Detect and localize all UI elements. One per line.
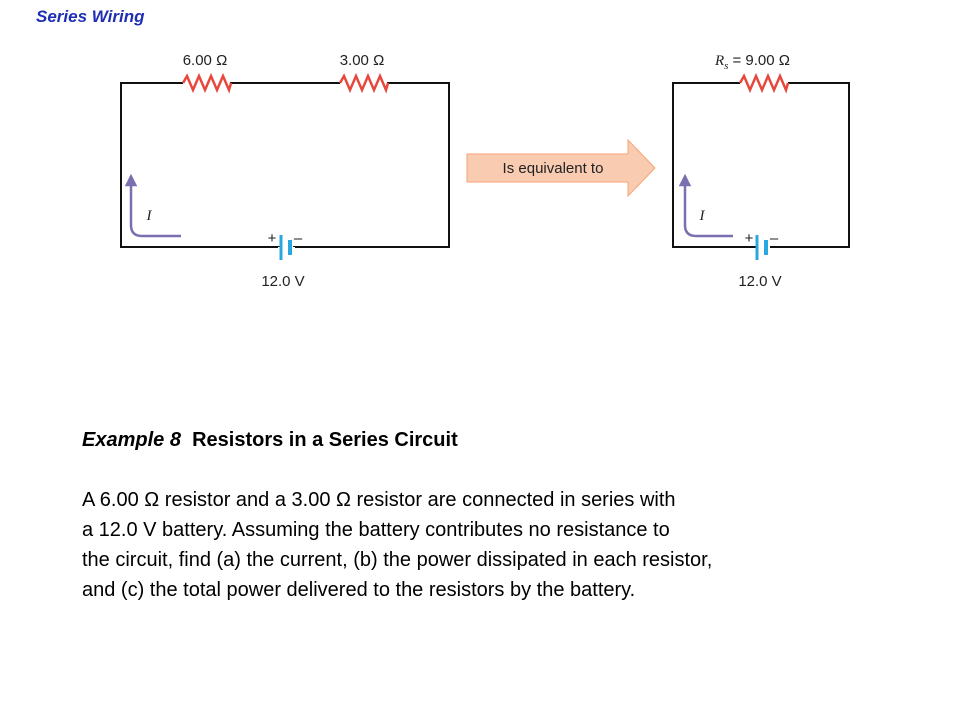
equivalent-resistor-symbol: R — [714, 53, 724, 69]
left-current-arrow — [124, 173, 181, 238]
right-battery: + – — [745, 230, 779, 260]
left-current-label: I — [146, 208, 153, 224]
right-battery-voltage-label: 12.0 V — [738, 273, 781, 290]
equivalence-arrow: Is equivalent to — [466, 138, 656, 198]
resistor-3-ohm-label: 3.00 Ω — [340, 52, 385, 69]
left-battery: + – — [268, 230, 303, 260]
right-current-label: I — [699, 208, 706, 224]
battery-minus-sign: – — [294, 230, 303, 247]
battery-minus-sign: – — [770, 230, 779, 247]
battery-plus-sign: + — [745, 230, 754, 247]
example-text-line: and (c) the total power delivered to the… — [82, 579, 636, 601]
slide-title: Series Wiring — [36, 7, 145, 26]
example-problem: Example 8 Resistors in a Series Circuit … — [82, 425, 942, 605]
resistor-6-ohm — [181, 72, 233, 94]
example-number: Example 8 — [82, 429, 181, 451]
right-current-arrow — [678, 173, 733, 238]
resistor-equivalent — [738, 72, 790, 94]
equivalence-arrow-label: Is equivalent to — [503, 160, 604, 177]
equivalent-resistor-subscript: s — [724, 60, 728, 72]
example-text-line: a 12.0 V battery. Assuming the battery c… — [82, 519, 670, 541]
resistor-6-ohm-label: 6.00 Ω — [183, 52, 228, 69]
example-text-line: the circuit, find (a) the current, (b) t… — [82, 549, 713, 571]
series-wiring-diagram: 6.00 Ω 3.00 Ω + – 12.0 V I Is equivalent… — [120, 52, 850, 290]
equivalent-resistor-value: = 9.00 Ω — [732, 52, 790, 69]
left-circuit: 6.00 Ω 3.00 Ω + – 12.0 V I — [120, 52, 450, 290]
right-circuit: Rs = 9.00 Ω + – 12.0 V I — [672, 52, 850, 290]
left-circuit-wire — [120, 82, 450, 248]
resistor-3-ohm — [338, 72, 390, 94]
example-title: Resistors in a Series Circuit — [192, 429, 458, 451]
battery-plus-sign: + — [268, 230, 277, 247]
example-heading: Example 8 Resistors in a Series Circuit — [82, 425, 942, 455]
left-battery-voltage-label: 12.0 V — [261, 273, 304, 290]
right-circuit-wire — [672, 82, 850, 248]
equivalent-resistor-label: Rs = 9.00 Ω — [714, 52, 790, 72]
example-text-line: A 6.00 Ω resistor and a 3.00 Ω resistor … — [82, 489, 676, 511]
